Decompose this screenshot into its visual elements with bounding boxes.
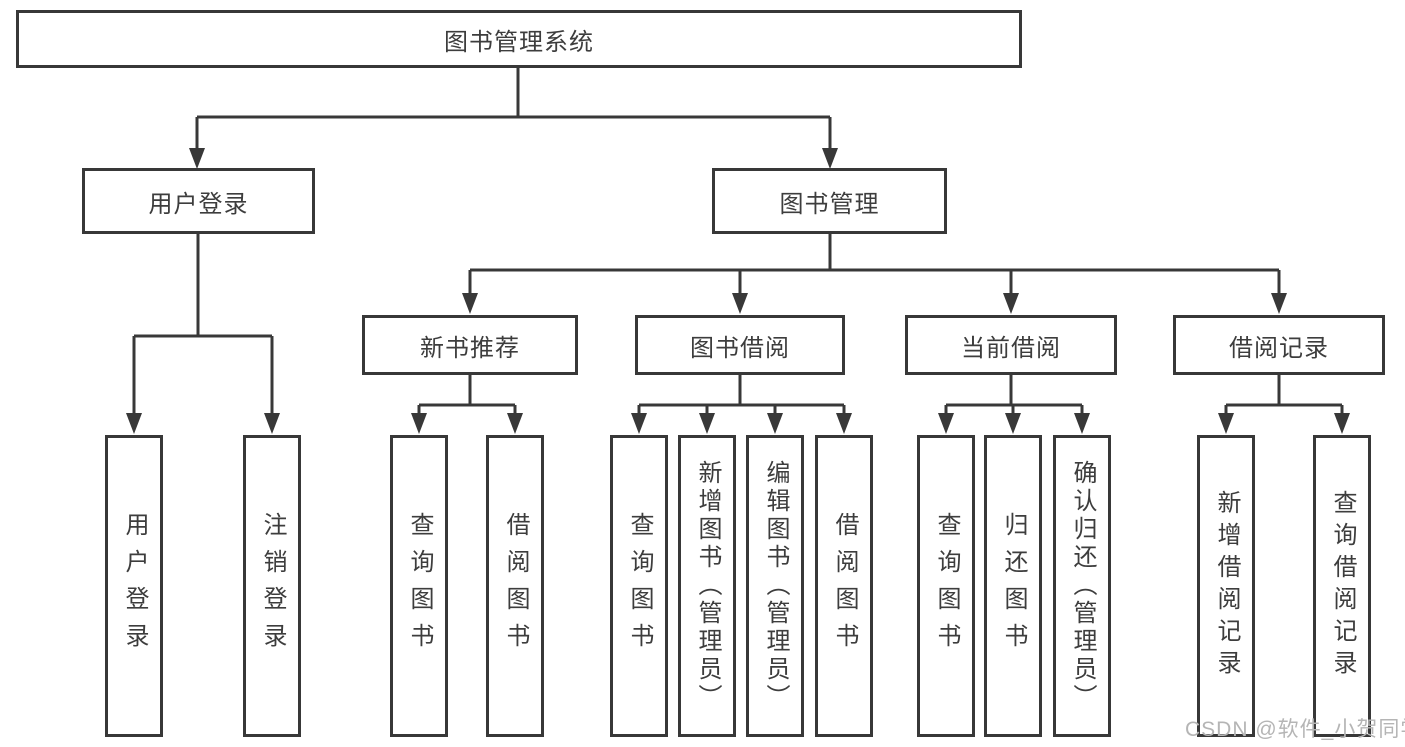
node-book-borrowing: 图书借阅: [635, 315, 845, 375]
leaf-query-books-newrec: 查询图书: [390, 435, 448, 737]
node-book-management: 图书管理: [712, 168, 947, 234]
node-label: 注销登录: [259, 512, 286, 660]
node-borrowing-records: 借阅记录: [1173, 315, 1385, 375]
node-new-book-recommendation: 新书推荐: [362, 315, 578, 375]
leaf-borrow-books-newrec: 借阅图书: [486, 435, 544, 737]
leaf-query-borrow-record: 查询借阅记录: [1313, 435, 1371, 737]
leaf-add-borrow-record: 新增借阅记录: [1197, 435, 1255, 737]
node-label: 新增图书（管理员）: [694, 460, 721, 712]
leaf-user-login: 用户登录: [105, 435, 163, 737]
node-label: 图书管理系统: [444, 28, 594, 56]
leaf-query-books-borrow: 查询图书: [610, 435, 668, 737]
node-label: 当前借阅: [961, 334, 1061, 362]
leaf-confirm-return-admin: 确认归还（管理员）: [1053, 435, 1111, 737]
node-library-management-system: 图书管理系统: [16, 10, 1022, 68]
leaf-edit-books-admin: 编辑图书（管理员）: [746, 435, 804, 737]
node-current-borrowing: 当前借阅: [905, 315, 1117, 375]
leaf-logout: 注销登录: [243, 435, 301, 737]
node-label: 新书推荐: [420, 334, 520, 362]
node-label: 借阅图书: [502, 512, 529, 660]
node-label: 编辑图书（管理员）: [762, 460, 789, 712]
leaf-borrow-books: 借阅图书: [815, 435, 873, 737]
node-label: 查询借阅记录: [1329, 490, 1356, 682]
node-user-login: 用户登录: [82, 168, 315, 234]
leaf-query-books-current: 查询图书: [917, 435, 975, 737]
node-label: 借阅记录: [1229, 334, 1329, 362]
leaf-add-books-admin: 新增图书（管理员）: [678, 435, 736, 737]
node-label: 查询图书: [406, 512, 433, 660]
node-label: 用户登录: [148, 190, 249, 218]
node-label: 新增借阅记录: [1213, 490, 1240, 682]
leaf-return-books: 归还图书: [984, 435, 1042, 737]
csdn-watermark: CSDN @软件_小贺同学: [1185, 718, 1405, 741]
node-label: 图书借阅: [690, 334, 790, 362]
node-label: 确认归还（管理员）: [1069, 460, 1096, 712]
node-label: 借阅图书: [831, 512, 858, 660]
node-label: 查询图书: [933, 512, 960, 660]
node-label: 用户登录: [121, 512, 148, 660]
node-label: 归还图书: [1000, 512, 1027, 660]
node-label: 图书管理: [779, 190, 880, 218]
node-label: 查询图书: [626, 512, 653, 660]
